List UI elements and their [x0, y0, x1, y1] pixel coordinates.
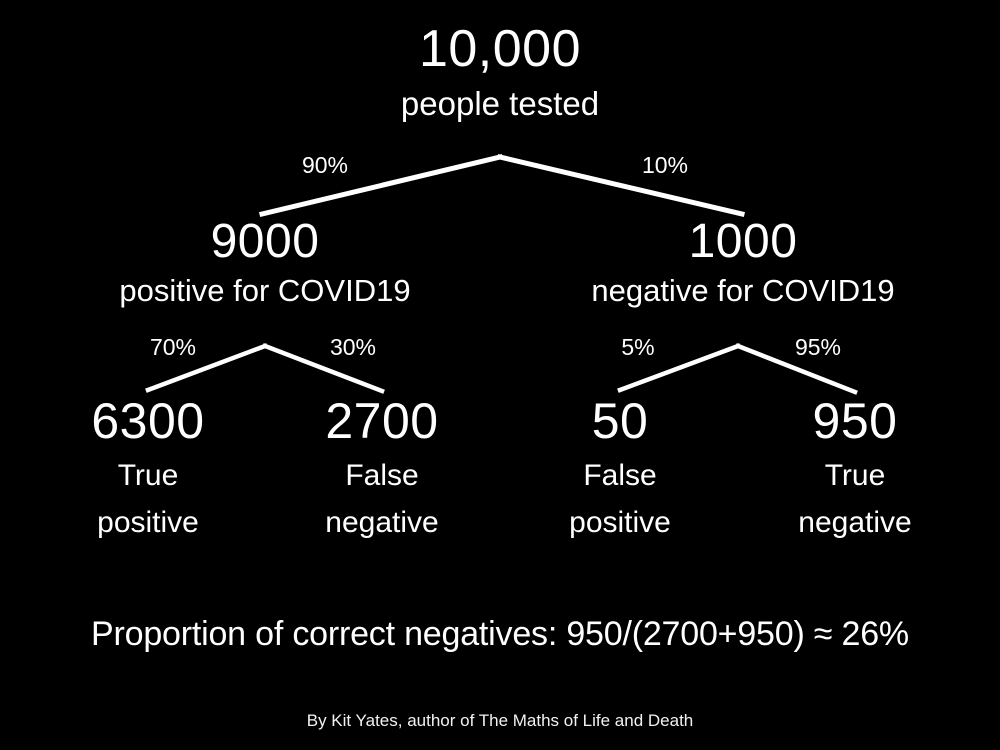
node-false-positive-caption: False positive [510, 452, 730, 546]
node-false-negative-count: 2700 [325, 393, 439, 449]
node-true-positive-count: 6300 [91, 393, 205, 449]
node-false-positive: 50 False positive [510, 392, 730, 546]
branch-label-30-percent: 30% [329, 334, 377, 360]
node-true-positive: 6300 True positive [38, 392, 258, 546]
branch-label-90-percent: 90% [301, 152, 349, 178]
node-root-caption: people tested [400, 85, 600, 122]
node-false-positive-caption-line1: False [583, 459, 657, 492]
node-root: 10,000 people tested [0, 18, 1000, 126]
conclusion-text: Proportion of correct negatives: 950/(27… [91, 615, 909, 653]
node-false-positive-caption-line2: positive [569, 506, 671, 539]
node-false-positive-count: 50 [591, 393, 649, 449]
node-positive-count: 9000 [210, 215, 320, 268]
node-true-negative-count: 950 [812, 393, 898, 449]
node-false-negative-caption-line1: False [345, 459, 419, 492]
node-true-negative-caption-line2: negative [798, 506, 912, 539]
node-true-negative: 950 True negative [745, 392, 965, 546]
branch-label-70-percent: 70% [149, 334, 197, 360]
node-true-positive-caption-line2: positive [97, 506, 199, 539]
branch-root-to-negative [496, 153, 746, 218]
node-true-negative-caption-line1: True [824, 459, 886, 492]
branch-label-10-percent: 10% [641, 152, 689, 178]
node-root-count: 10,000 [418, 20, 582, 78]
node-negative: 1000 negative for COVID19 [513, 214, 973, 311]
node-true-negative-caption: True negative [745, 452, 965, 546]
node-true-positive-caption-line1: True [117, 459, 179, 492]
node-positive-caption: positive for COVID19 [119, 273, 411, 308]
branch-label-95-percent: 95% [794, 334, 842, 360]
node-true-positive-caption: True positive [38, 452, 258, 546]
node-false-negative: 2700 False negative [272, 392, 492, 546]
branch-label-5-percent: 5% [621, 334, 655, 360]
attribution-text: By Kit Yates, author of The Maths of Lif… [306, 711, 694, 730]
node-positive: 9000 positive for COVID19 [35, 214, 495, 311]
node-false-negative-caption-line2: negative [325, 506, 439, 539]
node-negative-caption: negative for COVID19 [591, 273, 895, 308]
node-false-negative-caption: False negative [272, 452, 492, 546]
node-negative-count: 1000 [688, 215, 798, 268]
